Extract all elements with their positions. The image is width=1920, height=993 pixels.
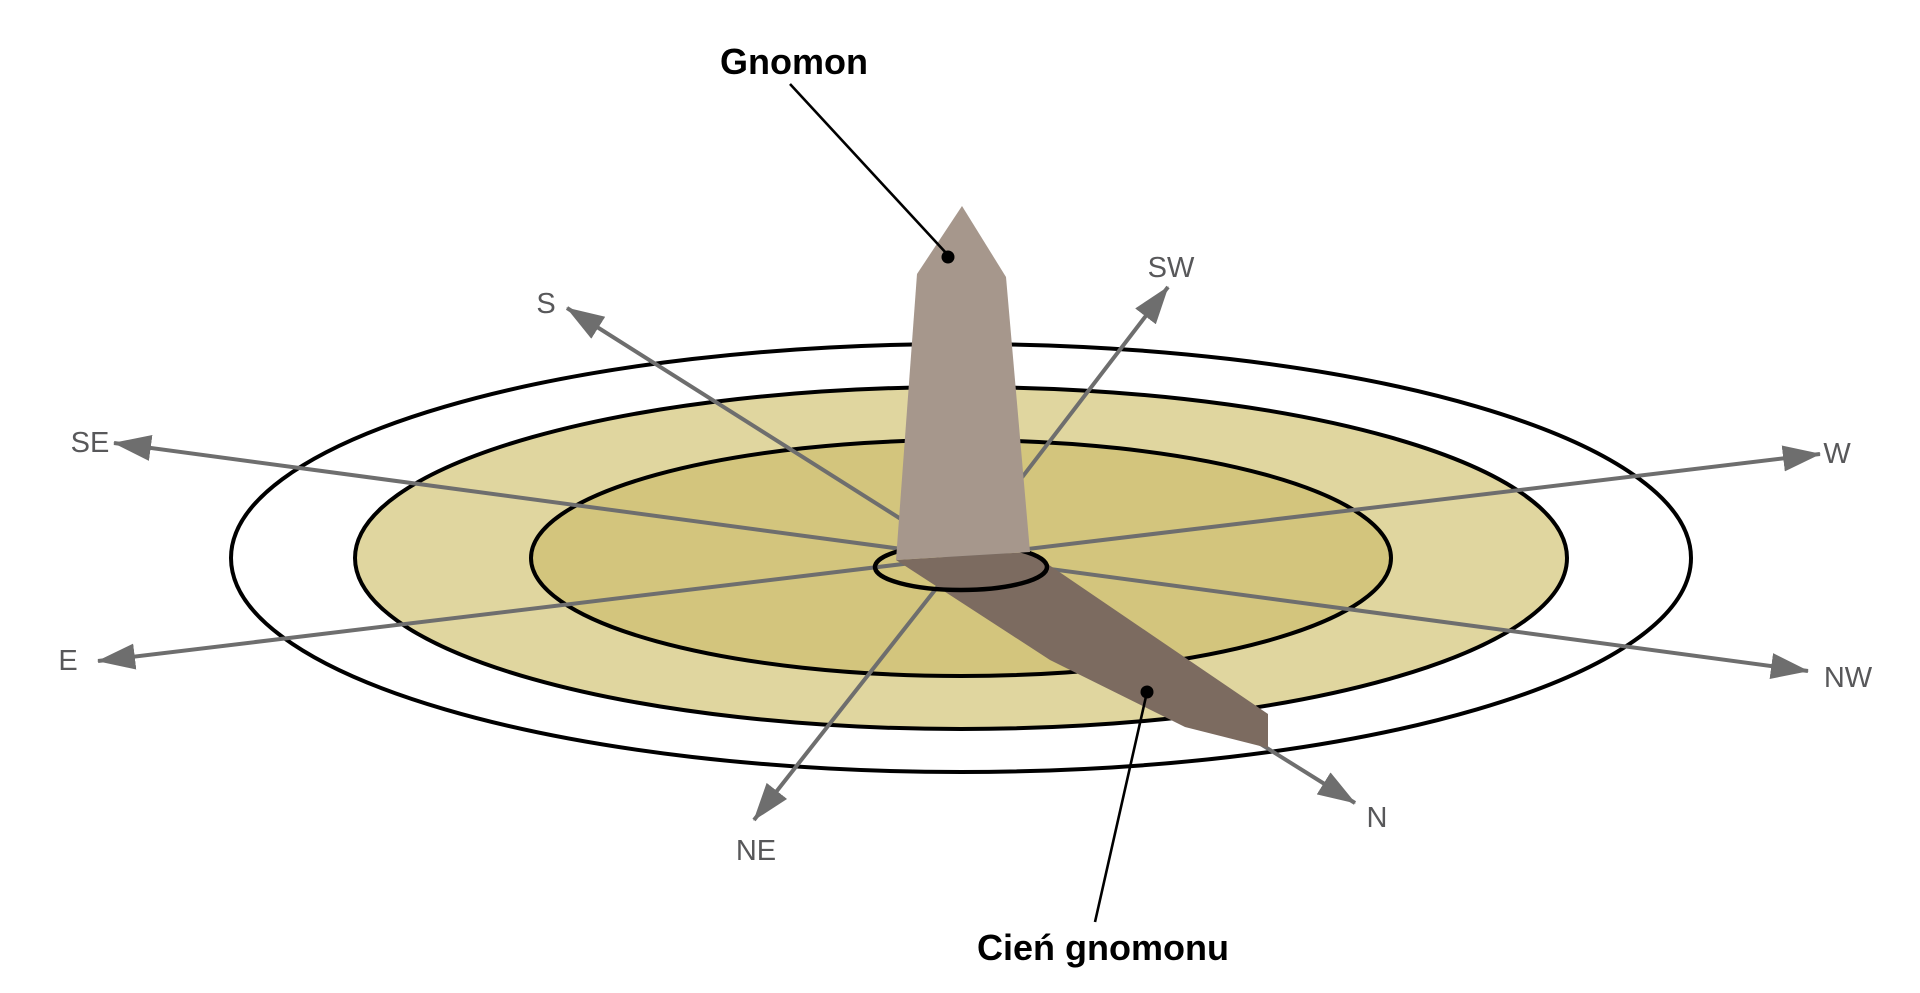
compass-label-nw: NW (1824, 662, 1873, 694)
shadow-label: Cień gnomonu (977, 927, 1229, 968)
gnomon-label: Gnomon (720, 41, 868, 82)
compass-arrow-e (97, 555, 962, 670)
compass-arrow-w (960, 445, 1821, 559)
compass-label-e: E (58, 645, 77, 677)
compass-arrow-nw (960, 555, 1809, 679)
compass-label-ne: NE (736, 835, 776, 867)
compass-arrow-s (565, 306, 963, 559)
compass-label-sw: SW (1148, 252, 1195, 284)
gnomon-leader-line (789, 83, 948, 255)
compass-label-se: SE (71, 427, 110, 459)
compass-label-n: N (1367, 802, 1388, 834)
gnomon-shape (896, 206, 1030, 560)
compass-label-s: S (536, 288, 555, 320)
shadow-leader-line (1093, 691, 1149, 923)
shadow-leader-dot (1140, 685, 1154, 699)
compass-arrow-se (113, 435, 962, 559)
compass-label-w: W (1823, 438, 1851, 470)
gnomon-shadow-shape (896, 552, 1268, 748)
compass-arrow-ne (752, 555, 963, 822)
gnomon-leader-dot (941, 250, 955, 264)
